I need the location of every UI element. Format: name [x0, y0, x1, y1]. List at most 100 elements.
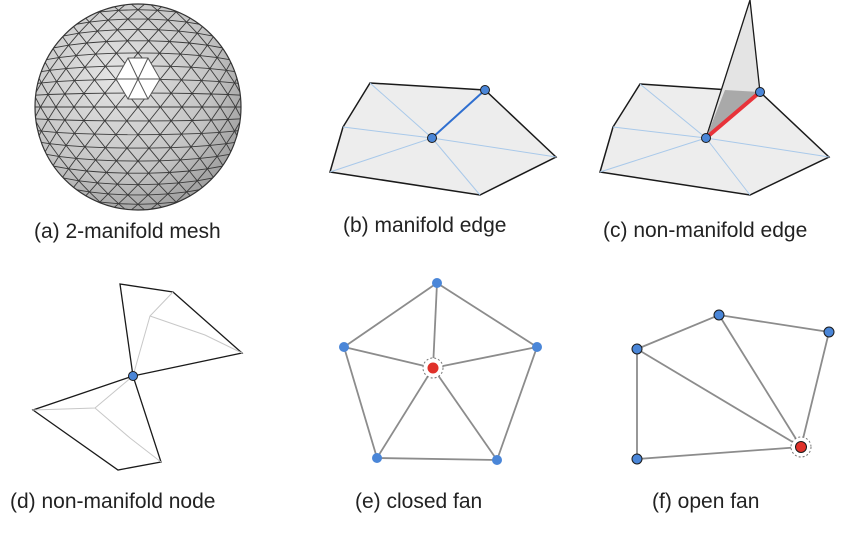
sphere-mesh-edge [127, 172, 139, 186]
sphere-mesh-edge [191, 144, 210, 148]
non-manifold-edge-line [704, 90, 762, 140]
sphere-mesh-edge [148, 40, 160, 54]
sphere-mesh-edge [64, 93, 84, 95]
sphere-mesh-edge [35, 94, 49, 96]
sphere-mesh-edge [95, 41, 107, 55]
sphere-mesh-edge [94, 78, 116, 81]
sphere-mesh-edge [83, 93, 95, 108]
sphere-mesh-edge [158, 29, 179, 32]
sphere-mesh-edge [169, 30, 179, 42]
sphere-mesh-edge [117, 172, 128, 185]
sphere-mesh-edge [201, 133, 211, 146]
sphere-mesh-edge [83, 120, 95, 135]
sphere-mesh-edge [227, 82, 235, 95]
sphere-mesh-edge [219, 132, 227, 144]
highlighted-fan-spokes [116, 57, 160, 100]
sphere-mesh-edge [117, 183, 139, 186]
sphere-mesh-edge [41, 70, 51, 84]
sphere-mesh-edge [219, 94, 229, 108]
sphere-mesh-edge [105, 66, 117, 80]
sphere-mesh-edge [160, 78, 182, 81]
sphere-mesh-edge [190, 55, 201, 68]
lower-fan-faces [31, 375, 162, 471]
sphere-mesh-edge [227, 106, 236, 120]
sphere-mesh-edge [211, 93, 228, 95]
sphere-mesh-edge [196, 32, 208, 46]
lower-fan-inner-edges [32, 375, 162, 463]
sphere-mesh-edge [62, 32, 79, 37]
sphere-mesh-edge [99, 201, 119, 205]
sphere-mesh-edge [210, 93, 221, 108]
sphere-mesh-edge [191, 106, 203, 121]
sphere-mesh-edge [89, 191, 101, 203]
sphere-mesh-edge [84, 133, 95, 148]
sphere-mesh-edge [209, 68, 227, 71]
sphere-mesh-edge [47, 94, 57, 108]
sphere-mesh-edge [199, 55, 211, 69]
sphere-mesh-edge [188, 42, 201, 56]
sphere-mesh-edge [116, 40, 128, 54]
sphere-mesh-edge [211, 119, 228, 121]
sphere-mesh-edge [225, 70, 235, 84]
sphere-mesh-edge [158, 19, 169, 31]
sphere-mesh-edge [159, 41, 170, 54]
sphere-mesh-edge [89, 19, 109, 23]
sphere-mesh-edge [84, 53, 96, 68]
sphere-mesh-edge [207, 35, 215, 46]
sphere-mesh-edge [118, 203, 129, 210]
sphere-mesh-edge [106, 172, 128, 174]
manifold-edge-node-center [427, 133, 437, 143]
sphere-mesh-edge [190, 66, 202, 81]
sphere-mesh-edge [170, 106, 183, 122]
sphere-mesh-edge [65, 145, 77, 159]
sphere-mesh-edge [159, 79, 172, 94]
sphere-mesh-edge [209, 57, 218, 69]
sphere-mesh-edge [41, 82, 49, 95]
sphere-mesh-edge [89, 182, 98, 193]
sphere-mesh-edge [167, 191, 187, 195]
sphere-mesh-edge [159, 159, 181, 162]
sphere-mesh-edge [49, 143, 67, 146]
sphere-mesh-edge [210, 119, 220, 133]
sphere-mesh-edge [191, 66, 210, 70]
sphere-mesh-edge [56, 80, 75, 83]
sphere-mesh-edge [128, 4, 139, 11]
sphere-mesh-edge [148, 193, 168, 196]
sphere-mesh-edge [169, 41, 190, 44]
sphere-mesh-edge [127, 18, 139, 30]
sphere-mesh-edge [207, 156, 218, 170]
sphere-mesh-edge [117, 183, 129, 196]
sphere-mesh-edge [95, 52, 117, 55]
sphere-mesh-edge [209, 143, 227, 146]
sphere-mesh-edge [216, 57, 227, 71]
non-manifold-edge-node-center [701, 133, 711, 143]
sphere-mesh-edge [94, 79, 106, 94]
sphere-mesh-edge [180, 146, 192, 161]
sphere-mesh-edge [41, 130, 57, 133]
sphere-mesh-edge [137, 120, 150, 135]
sphere-mesh-edge [207, 44, 224, 49]
sphere-mesh-edge [137, 184, 149, 196]
sphere-mesh-edge [147, 203, 158, 210]
sphere-mesh-edge [126, 147, 139, 162]
sphere-mesh-edge [209, 132, 220, 146]
sphere-mesh-edge [104, 120, 117, 135]
sphere-mesh-edge [97, 29, 118, 32]
sphere-mesh-edge [169, 170, 190, 173]
sphere-mesh-edge [157, 9, 169, 21]
sphere-mesh-edge [84, 146, 96, 161]
sphere-mesh-edge [148, 147, 160, 162]
sphere-mesh-edge [157, 9, 177, 13]
sphere-mesh-edge [158, 172, 170, 185]
sphere-mesh-edge [216, 156, 224, 167]
sphere-mesh-edge [209, 145, 218, 157]
sphere-mesh-edge [68, 32, 80, 46]
sphere-mesh-edge [180, 159, 190, 172]
sphere-mesh-edge [201, 106, 212, 121]
sphere-mesh-edge [181, 132, 202, 135]
sphere-mesh-edge [95, 53, 106, 67]
sphere-mesh-edge [167, 19, 179, 32]
